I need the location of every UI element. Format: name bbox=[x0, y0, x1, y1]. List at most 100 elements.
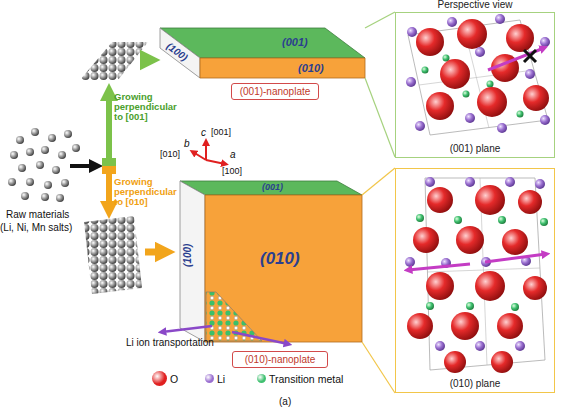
growth-arrows-part bbox=[106, 92, 112, 158]
legend-text: Transition metal bbox=[269, 374, 343, 385]
crystal-010-plane-part bbox=[426, 302, 434, 310]
crystal-001-plane-part bbox=[477, 87, 507, 117]
nanoplate-010-part bbox=[180, 181, 205, 342]
face-index: (100) bbox=[183, 244, 194, 267]
zoom-lines-part bbox=[365, 78, 395, 157]
crystal-010-plane-part bbox=[505, 177, 515, 187]
raw-material-particles-part bbox=[56, 194, 64, 202]
node-text: (001) plane bbox=[396, 144, 554, 154]
legend-swatch bbox=[152, 371, 167, 386]
crystal-010-plane-part bbox=[426, 272, 454, 300]
axis-label: a bbox=[230, 150, 236, 161]
axis-index: [010] bbox=[160, 150, 180, 159]
transport-label: Li ion transportation bbox=[126, 338, 214, 349]
crystal-001-plane-part bbox=[426, 92, 454, 120]
crystal-010-plane-part bbox=[451, 312, 479, 340]
face-index: (010) bbox=[260, 250, 300, 268]
nanoplate-001 bbox=[160, 28, 365, 78]
nanoplate-001-part bbox=[200, 58, 365, 78]
crystal-010-plane-part bbox=[518, 190, 542, 214]
axis-index: [001] bbox=[211, 128, 231, 137]
raw-material-particles-part bbox=[61, 179, 69, 187]
panel-heading: Perspective view bbox=[396, 0, 554, 10]
crystal-010-plane-part bbox=[454, 216, 462, 224]
zoom-lines-part bbox=[362, 168, 395, 195]
crystal-010-plane-part bbox=[502, 229, 528, 255]
nanoplate-010-part bbox=[162, 326, 212, 332]
material-label: (Li, Ni, Mn salts) bbox=[0, 223, 72, 234]
view-panel: (010) plane bbox=[395, 168, 555, 393]
growth-arrows-part bbox=[70, 164, 96, 168]
crystal-001-plane-part bbox=[497, 123, 507, 133]
panel-letter: (a) bbox=[279, 397, 291, 408]
zoom-lines-part bbox=[365, 12, 395, 28]
crystal-010-plane-part bbox=[475, 271, 505, 301]
crystal-001-plane-part bbox=[463, 91, 470, 98]
growth-arrows-part bbox=[106, 174, 112, 210]
crystal-001-plane-part bbox=[457, 19, 487, 49]
growth-arrows-part bbox=[84, 216, 142, 294]
raw-material-particles-part bbox=[26, 178, 34, 186]
crystal-010-plane-part bbox=[540, 218, 548, 226]
raw-material-particles-part bbox=[72, 144, 80, 152]
view-panel: Perspective view(001) plane bbox=[395, 12, 555, 158]
crystal-001-plane-part bbox=[506, 24, 534, 52]
raw-material-particles-part bbox=[31, 128, 39, 136]
crystal-010-plane-part bbox=[435, 341, 445, 351]
growth-arrows-part bbox=[102, 158, 116, 166]
zoom-lines-part bbox=[362, 342, 395, 393]
face-index: (001) bbox=[262, 183, 283, 192]
crystal-001-plane-part bbox=[487, 81, 494, 88]
legend-swatch bbox=[257, 374, 266, 383]
raw-material-particles-part bbox=[58, 151, 66, 159]
crystal-010-plane-part bbox=[444, 351, 466, 373]
crystal-010-plane-part bbox=[405, 257, 415, 267]
nanoplate-010-part bbox=[232, 332, 288, 344]
node-text: (010)-nanoplate bbox=[245, 355, 316, 365]
crystal-001-plane-part bbox=[524, 50, 536, 62]
crystal-001-plane-part bbox=[488, 48, 544, 70]
crystal-001-plane-part bbox=[407, 27, 417, 37]
crystal-001-plane-part bbox=[440, 59, 470, 89]
crystal-010-plane-part bbox=[475, 185, 505, 215]
crystal-001-plane-part bbox=[415, 121, 425, 131]
crystal-010-plane-part bbox=[475, 341, 485, 351]
raw-material-particles-part bbox=[10, 151, 18, 159]
crystal-010-plane-part bbox=[523, 276, 547, 300]
crystal-001-plane-part bbox=[406, 77, 416, 87]
crystal-010-plane-part bbox=[465, 177, 475, 187]
face-index: (001) bbox=[282, 37, 308, 49]
crystal-010-plane-part bbox=[466, 302, 474, 310]
label-box: (010)-nanoplate bbox=[232, 351, 328, 368]
legend-text: Li bbox=[217, 374, 225, 385]
growth-note: Growing perpendicular to [001] bbox=[114, 92, 184, 122]
crystal-010-plane-part bbox=[408, 264, 470, 270]
growth-arrows-part bbox=[102, 166, 116, 174]
crystal-010-plane-part bbox=[456, 226, 484, 254]
crystal-010-plane-part bbox=[535, 179, 545, 189]
axes-part bbox=[205, 142, 207, 160]
axis-label: b bbox=[184, 139, 190, 150]
crystal-010-plane-part bbox=[498, 216, 506, 224]
crystal-001-plane-part bbox=[540, 37, 550, 47]
growth-arrows-part bbox=[80, 42, 148, 80]
crystal-001-plane-part bbox=[416, 28, 444, 56]
crystal-010-plane-part bbox=[497, 313, 523, 339]
axes bbox=[193, 142, 225, 164]
node-text: (001)-nanoplate bbox=[240, 87, 311, 97]
crystal-010-plane-part bbox=[485, 254, 546, 262]
crystal-010-plane-part bbox=[413, 227, 439, 253]
growth-arrows-part bbox=[145, 249, 165, 256]
face-index: (010) bbox=[298, 63, 324, 75]
crystal-001-plane-part bbox=[408, 20, 548, 135]
legend-text: O bbox=[170, 374, 178, 385]
crystal-010-plane-part bbox=[407, 313, 433, 339]
axis-label: c bbox=[201, 128, 206, 139]
crystal-010-plane-part bbox=[425, 177, 435, 187]
crystal-001-plane-part bbox=[540, 115, 550, 125]
raw-material-particles-part bbox=[26, 148, 34, 156]
raw-material-particles-part bbox=[36, 161, 44, 169]
growth-arrows-part bbox=[140, 57, 150, 64]
crystal-001-plane-part bbox=[523, 85, 549, 111]
